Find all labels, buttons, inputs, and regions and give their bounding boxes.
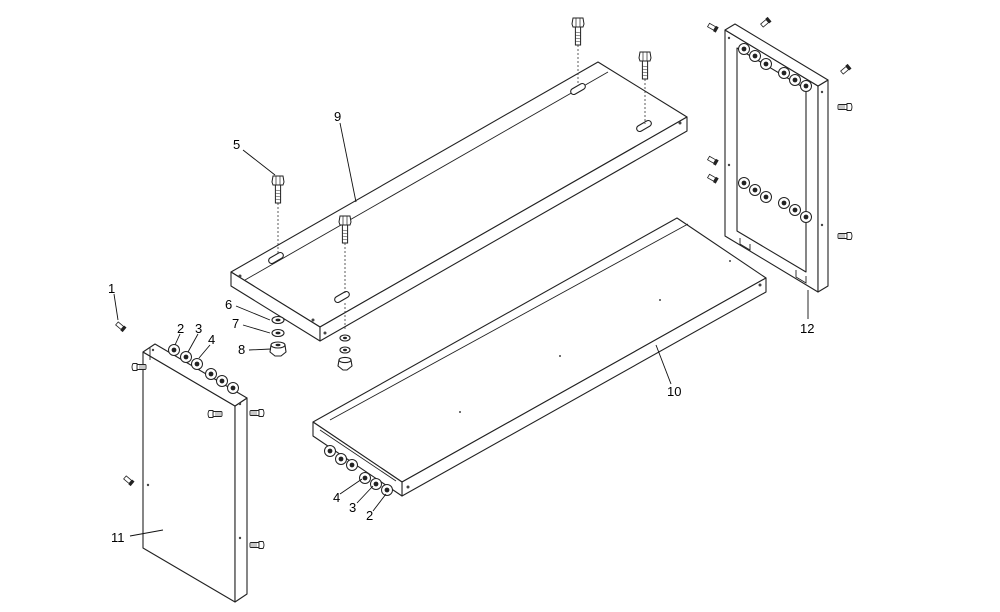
callout-3-bottom: 3	[349, 500, 356, 515]
callout-6: 6	[225, 297, 232, 312]
bolt-5-middle	[338, 215, 352, 293]
callout-9: 9	[334, 109, 341, 124]
callout-1: 1	[108, 281, 115, 296]
hardware-stack-left	[269, 315, 287, 357]
callout-2-top: 2	[177, 321, 184, 336]
callout-7: 7	[232, 316, 239, 331]
callout-11: 11	[111, 530, 125, 545]
callout-8: 8	[238, 342, 245, 357]
callout-10: 10	[667, 384, 681, 399]
callout-labels: 1 2 3 4 5 6 7 8 9 10 11 12 4 3 2	[108, 109, 814, 545]
bolt-5-back	[571, 17, 585, 86]
bolt-5-left	[271, 175, 285, 254]
callout-3-top: 3	[195, 321, 202, 336]
bolt-5-right	[638, 51, 652, 124]
leader-lines	[113, 122, 809, 537]
bottom-shelf-part-10	[312, 217, 767, 497]
callout-4-bottom: 4	[333, 490, 340, 505]
callout-2-bottom: 2	[366, 508, 373, 523]
right-frame-part-12	[724, 23, 829, 293]
callout-4-top: 4	[208, 332, 215, 347]
callout-12: 12	[800, 321, 814, 336]
hardware-stack-middle	[337, 303, 353, 371]
callout-5: 5	[233, 137, 240, 152]
